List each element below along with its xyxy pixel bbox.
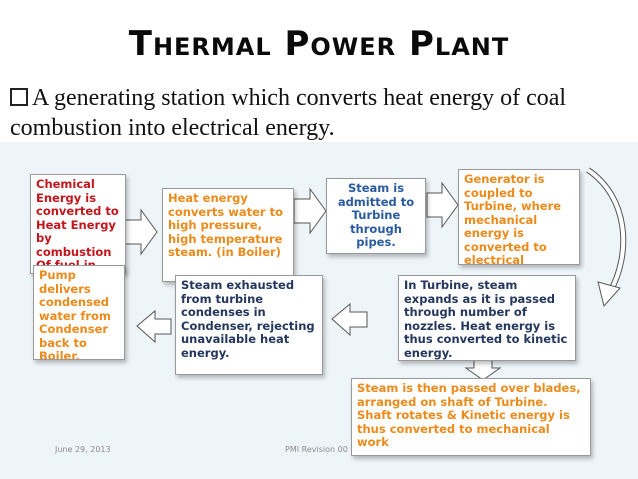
chemical-energy-box: Chemical Energy is converted to Heat Ene… bbox=[30, 174, 126, 274]
turbine-steam-box: In Turbine, steam expands as it is passe… bbox=[398, 275, 576, 361]
steam-admitted-box: Steam is admitted to Turbine through pip… bbox=[326, 178, 426, 254]
arrow-steam-to-generator bbox=[426, 181, 459, 229]
arrow-turbine-to-exhaust bbox=[331, 302, 368, 337]
flow-diagram: Chemical Energy is converted to Heat Ene… bbox=[0, 142, 638, 479]
blades-box: Steam is then passed over blades, arrang… bbox=[351, 378, 591, 456]
intro-bullet: A generating station which converts heat… bbox=[10, 83, 630, 143]
generator-box: Generator is coupled to Turbine, where m… bbox=[458, 169, 580, 265]
arrow-heat-to-steam bbox=[293, 187, 327, 235]
arrow-exhaust-to-pump bbox=[136, 309, 172, 344]
intro-text: A generating station which converts heat… bbox=[10, 85, 567, 141]
arrow-chemical-to-heat bbox=[124, 208, 158, 256]
pump-box: Pump delivers condensed water from Conde… bbox=[33, 265, 125, 360]
arrow-turbine-to-blades bbox=[464, 359, 502, 381]
footer-revision: PMI Revision 00 bbox=[285, 445, 348, 454]
footer-date: June 29, 2013 bbox=[55, 445, 111, 454]
page-title: Thermal Power Plant bbox=[128, 24, 510, 64]
checkbox-bullet-icon bbox=[10, 88, 28, 107]
steam-exhausted-box: Steam exhausted from turbine condenses i… bbox=[175, 275, 323, 375]
heat-energy-box: Heat energy converts water to high press… bbox=[162, 188, 294, 282]
